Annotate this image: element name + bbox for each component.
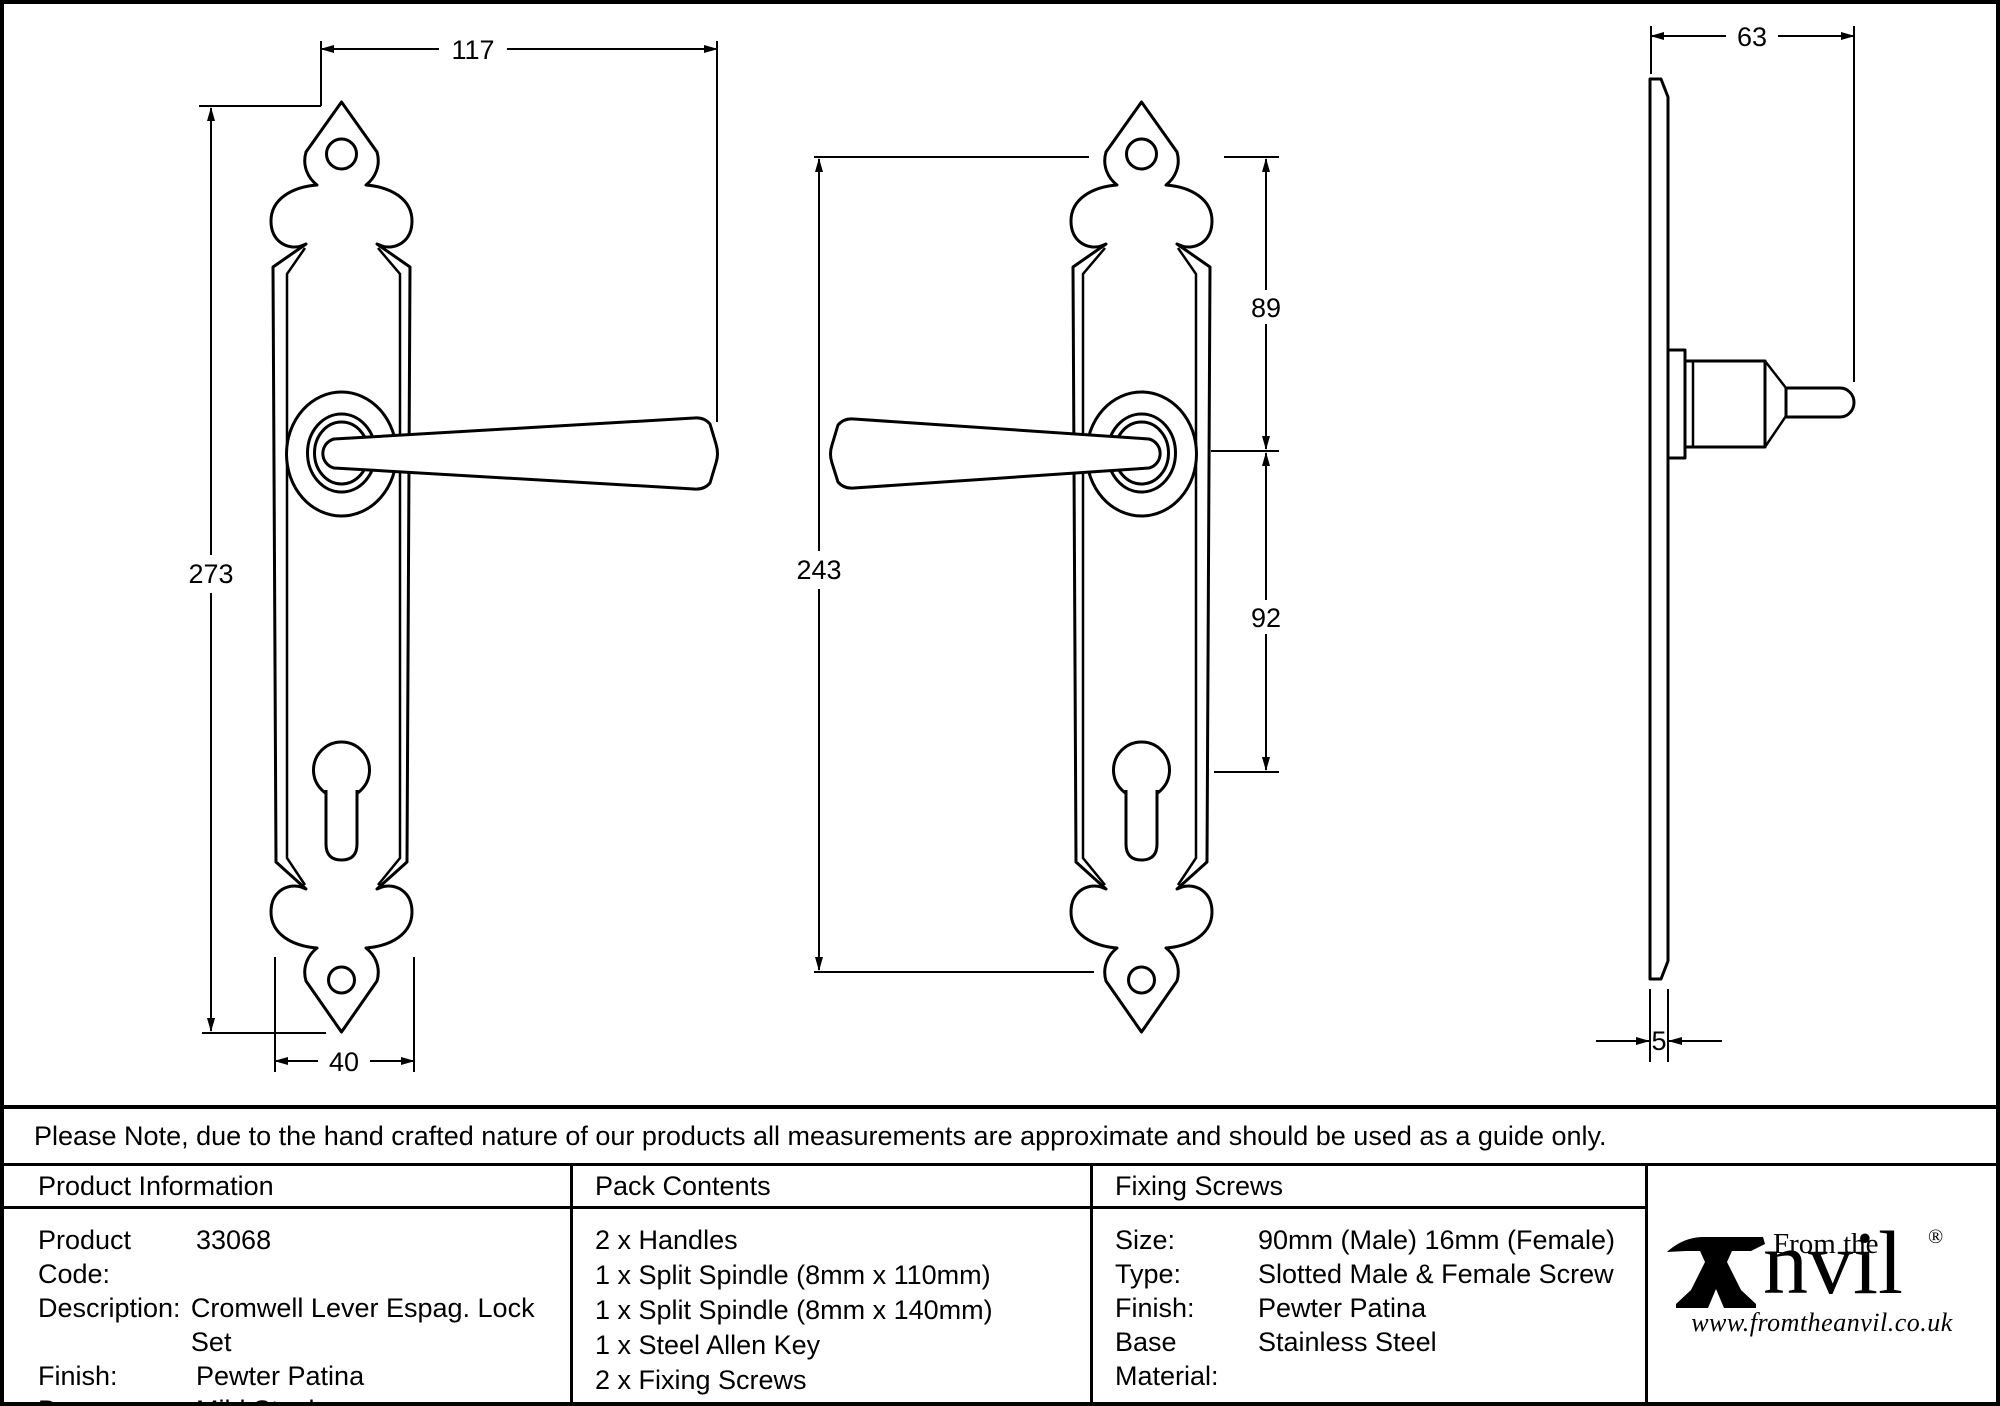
pack-item: 1 x Split Spindle (8mm x 110mm) bbox=[595, 1260, 991, 1290]
side-backplate bbox=[1648, 77, 1670, 981]
product-code-value: 33068 bbox=[196, 1225, 272, 1255]
brand-url: www.fromtheanvil.co.uk bbox=[1691, 1308, 1953, 1337]
brand-text-nvil: nvil bbox=[1763, 1214, 1904, 1313]
pack-item: 1 x Split Spindle (8mm x 140mm) bbox=[595, 1295, 993, 1325]
screw-type-label: Type: bbox=[1115, 1259, 1182, 1289]
brand-tagline: From the bbox=[1773, 1228, 1879, 1260]
screw-size-row: Size: 90mm (Male) 16mm (Female) bbox=[1115, 1223, 1645, 1257]
base-material-value: Mild Steel bbox=[196, 1393, 315, 1402]
side-rose-barrel bbox=[1683, 359, 1767, 449]
spec-table: Product Information Product Code: 33068 … bbox=[4, 1166, 1996, 1402]
dim-label-5: 5 bbox=[1651, 1026, 1666, 1056]
from-the-anvil-logo: nvil From the ® www.fromtheanvil.co.uk bbox=[1666, 1219, 1978, 1340]
screw-material-label: Base Material: bbox=[1115, 1327, 1219, 1391]
front-left-lever bbox=[321, 416, 719, 491]
measurement-note-text: Please Note, due to the hand crafted nat… bbox=[34, 1120, 1607, 1151]
dim-label-89: 89 bbox=[1251, 293, 1281, 323]
measurement-note-row: Please Note, due to the hand crafted nat… bbox=[4, 1105, 1996, 1166]
registered-mark: ® bbox=[1928, 1226, 1944, 1248]
product-code-label: Product Code: bbox=[38, 1225, 132, 1289]
dim-label-92: 92 bbox=[1251, 603, 1281, 633]
brand-logo-cell: nvil From the ® www.fromtheanvil.co.uk bbox=[1645, 1166, 1996, 1402]
base-material-label: Base Material: bbox=[38, 1393, 196, 1402]
side-rose-flange bbox=[1666, 348, 1687, 460]
dim-label-117: 117 bbox=[451, 35, 494, 65]
pack-item: 2 x Handles bbox=[595, 1225, 738, 1255]
dim-label-273: 273 bbox=[188, 559, 233, 589]
screw-size-value: 90mm (Male) 16mm (Female) bbox=[1258, 1225, 1616, 1255]
side-lever-arm bbox=[1784, 386, 1856, 419]
screw-finish-row: Finish: Pewter Patina bbox=[1115, 1291, 1645, 1325]
technical-drawing: 117 273 40 243 89 92 bbox=[4, 4, 1996, 1105]
screw-material-value: Stainless Steel bbox=[1258, 1327, 1437, 1357]
fixing-screws-header: Fixing Screws bbox=[1093, 1166, 1645, 1209]
screw-material-row: Base Material: Stainless Steel bbox=[1115, 1325, 1645, 1393]
pack-item: 1 x Steel Allen Key bbox=[595, 1330, 821, 1360]
description-value: Cromwell Lever Espag. Lock Set bbox=[190, 1293, 535, 1357]
side-view bbox=[1648, 77, 1856, 981]
product-information-column: Product Information Product Code: 33068 … bbox=[4, 1166, 570, 1402]
pack-contents-column: Pack Contents 2 x Handles 1 x Split Spin… bbox=[570, 1166, 1090, 1402]
description-row: Description: Cromwell Lever Espag. Lock … bbox=[38, 1291, 570, 1359]
fixing-screws-column: Fixing Screws Size: 90mm (Male) 16mm (Fe… bbox=[1090, 1166, 1645, 1402]
finish-label: Finish: bbox=[38, 1361, 118, 1391]
dim-label-40: 40 bbox=[329, 1047, 359, 1077]
finish-row: Finish: Pewter Patina bbox=[38, 1359, 570, 1393]
screw-type-row: Type: Slotted Male & Female Screw bbox=[1115, 1257, 1645, 1291]
finish-value: Pewter Patina bbox=[196, 1361, 365, 1391]
front-left-backplate bbox=[269, 100, 414, 1034]
front-right-lever bbox=[829, 417, 1162, 490]
front-right-backplate bbox=[1069, 100, 1214, 1034]
screw-finish-label: Finish: bbox=[1115, 1293, 1195, 1323]
base-material-row: Base Material: Mild Steel bbox=[38, 1393, 570, 1402]
product-code-row: Product Code: 33068 bbox=[38, 1223, 570, 1291]
product-information-header: Product Information bbox=[4, 1166, 570, 1209]
screw-type-value: Slotted Male & Female Screw bbox=[1258, 1259, 1614, 1289]
screw-finish-value: Pewter Patina bbox=[1258, 1293, 1427, 1323]
anvil-icon bbox=[1667, 1237, 1765, 1308]
pack-contents-header: Pack Contents bbox=[573, 1166, 1090, 1209]
description-label: Description: bbox=[38, 1293, 181, 1323]
dim-label-243: 243 bbox=[796, 555, 841, 585]
screw-size-label: Size: bbox=[1115, 1225, 1176, 1255]
dim-lines-side bbox=[1596, 26, 1855, 1062]
dim-label-63: 63 bbox=[1737, 22, 1767, 52]
pack-item: 2 x Fixing Screws bbox=[595, 1365, 807, 1395]
